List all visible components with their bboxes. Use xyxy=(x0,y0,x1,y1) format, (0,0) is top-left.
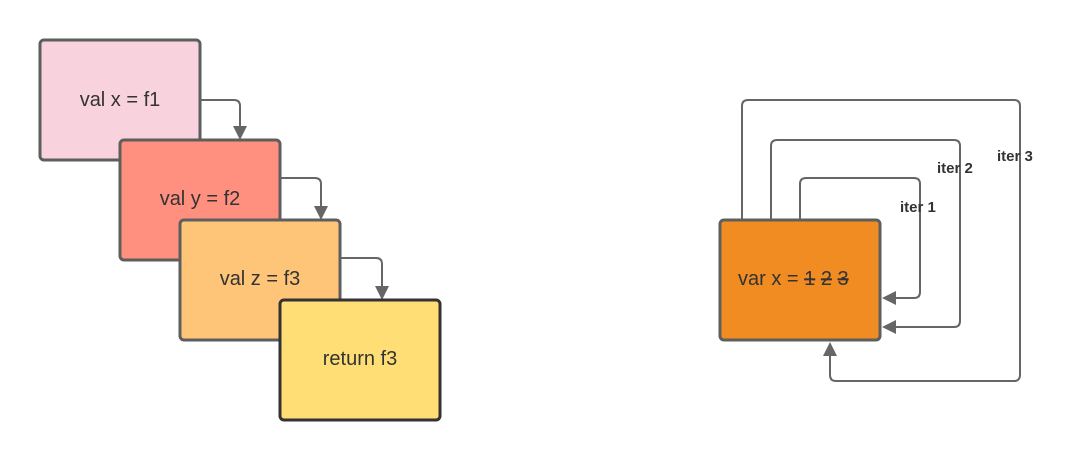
box-var-x-shape xyxy=(718,218,882,342)
mutable-loop: iter 1 iter 2 iter 3 var x = 1 2 3 xyxy=(718,99,1033,382)
connector-2-to-3-line xyxy=(280,177,322,208)
iter-1-label: iter 1 xyxy=(900,199,936,216)
arrow-head-icon xyxy=(375,286,389,300)
box-return-shape xyxy=(278,298,442,422)
connector-1-to-2 xyxy=(200,99,247,140)
box-var-x: var x = 1 2 3 xyxy=(718,218,882,342)
struck-value-2: 2 xyxy=(821,268,832,290)
iter-3-label: iter 3 xyxy=(997,148,1033,165)
box-return-label: return f3 xyxy=(323,348,397,370)
box-val-z-label: val z = f3 xyxy=(220,268,301,290)
loop-iter-1-line xyxy=(799,177,921,299)
connector-3-to-4 xyxy=(340,257,389,300)
struck-value-1: 1 xyxy=(804,268,815,290)
iter-2-label: iter 2 xyxy=(937,160,973,177)
struck-value-3: 3 xyxy=(838,268,849,290)
box-val-y-label: val y = f2 xyxy=(160,188,241,210)
var-prefix: var x = xyxy=(738,268,804,290)
loop-iter-3-line xyxy=(741,99,1021,382)
arrow-head-icon xyxy=(823,342,837,356)
loop-iter-1 xyxy=(799,177,921,305)
loop-iter-3 xyxy=(741,99,1021,382)
box-val-x-label: val x = f1 xyxy=(80,89,161,111)
connector-2-to-3 xyxy=(280,177,328,220)
loop-iter-2-line xyxy=(770,139,961,328)
loop-iter-2 xyxy=(770,139,961,334)
arrow-head-icon xyxy=(314,206,328,220)
connector-3-to-4-line xyxy=(340,257,383,288)
arrow-head-icon xyxy=(233,126,247,140)
arrow-head-icon xyxy=(882,320,896,334)
box-var-x-label: var x = 1 2 3 xyxy=(738,268,849,290)
box-return: return f3 xyxy=(278,298,442,422)
immutable-chain: val x = f1 val y = f2 val z = f3 xyxy=(38,38,442,422)
arrow-head-icon xyxy=(882,291,896,305)
connector-1-to-2-line xyxy=(200,99,241,128)
